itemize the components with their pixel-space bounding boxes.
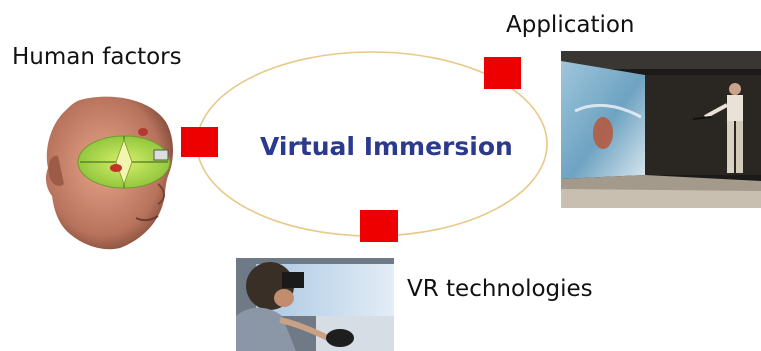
label-human-factors: Human factors	[12, 44, 182, 70]
application-stage-photo	[561, 51, 761, 208]
human-factors-node-marker	[181, 127, 218, 157]
label-vr-technologies: VR technologies	[407, 276, 593, 302]
human-head-model-image	[40, 92, 180, 252]
application-node-marker	[484, 57, 521, 89]
center-title: Virtual Immersion	[260, 132, 513, 161]
label-application: Application	[506, 12, 635, 38]
vr-technologies-driver-photo	[236, 258, 394, 351]
vr-technologies-node-marker	[360, 210, 398, 242]
